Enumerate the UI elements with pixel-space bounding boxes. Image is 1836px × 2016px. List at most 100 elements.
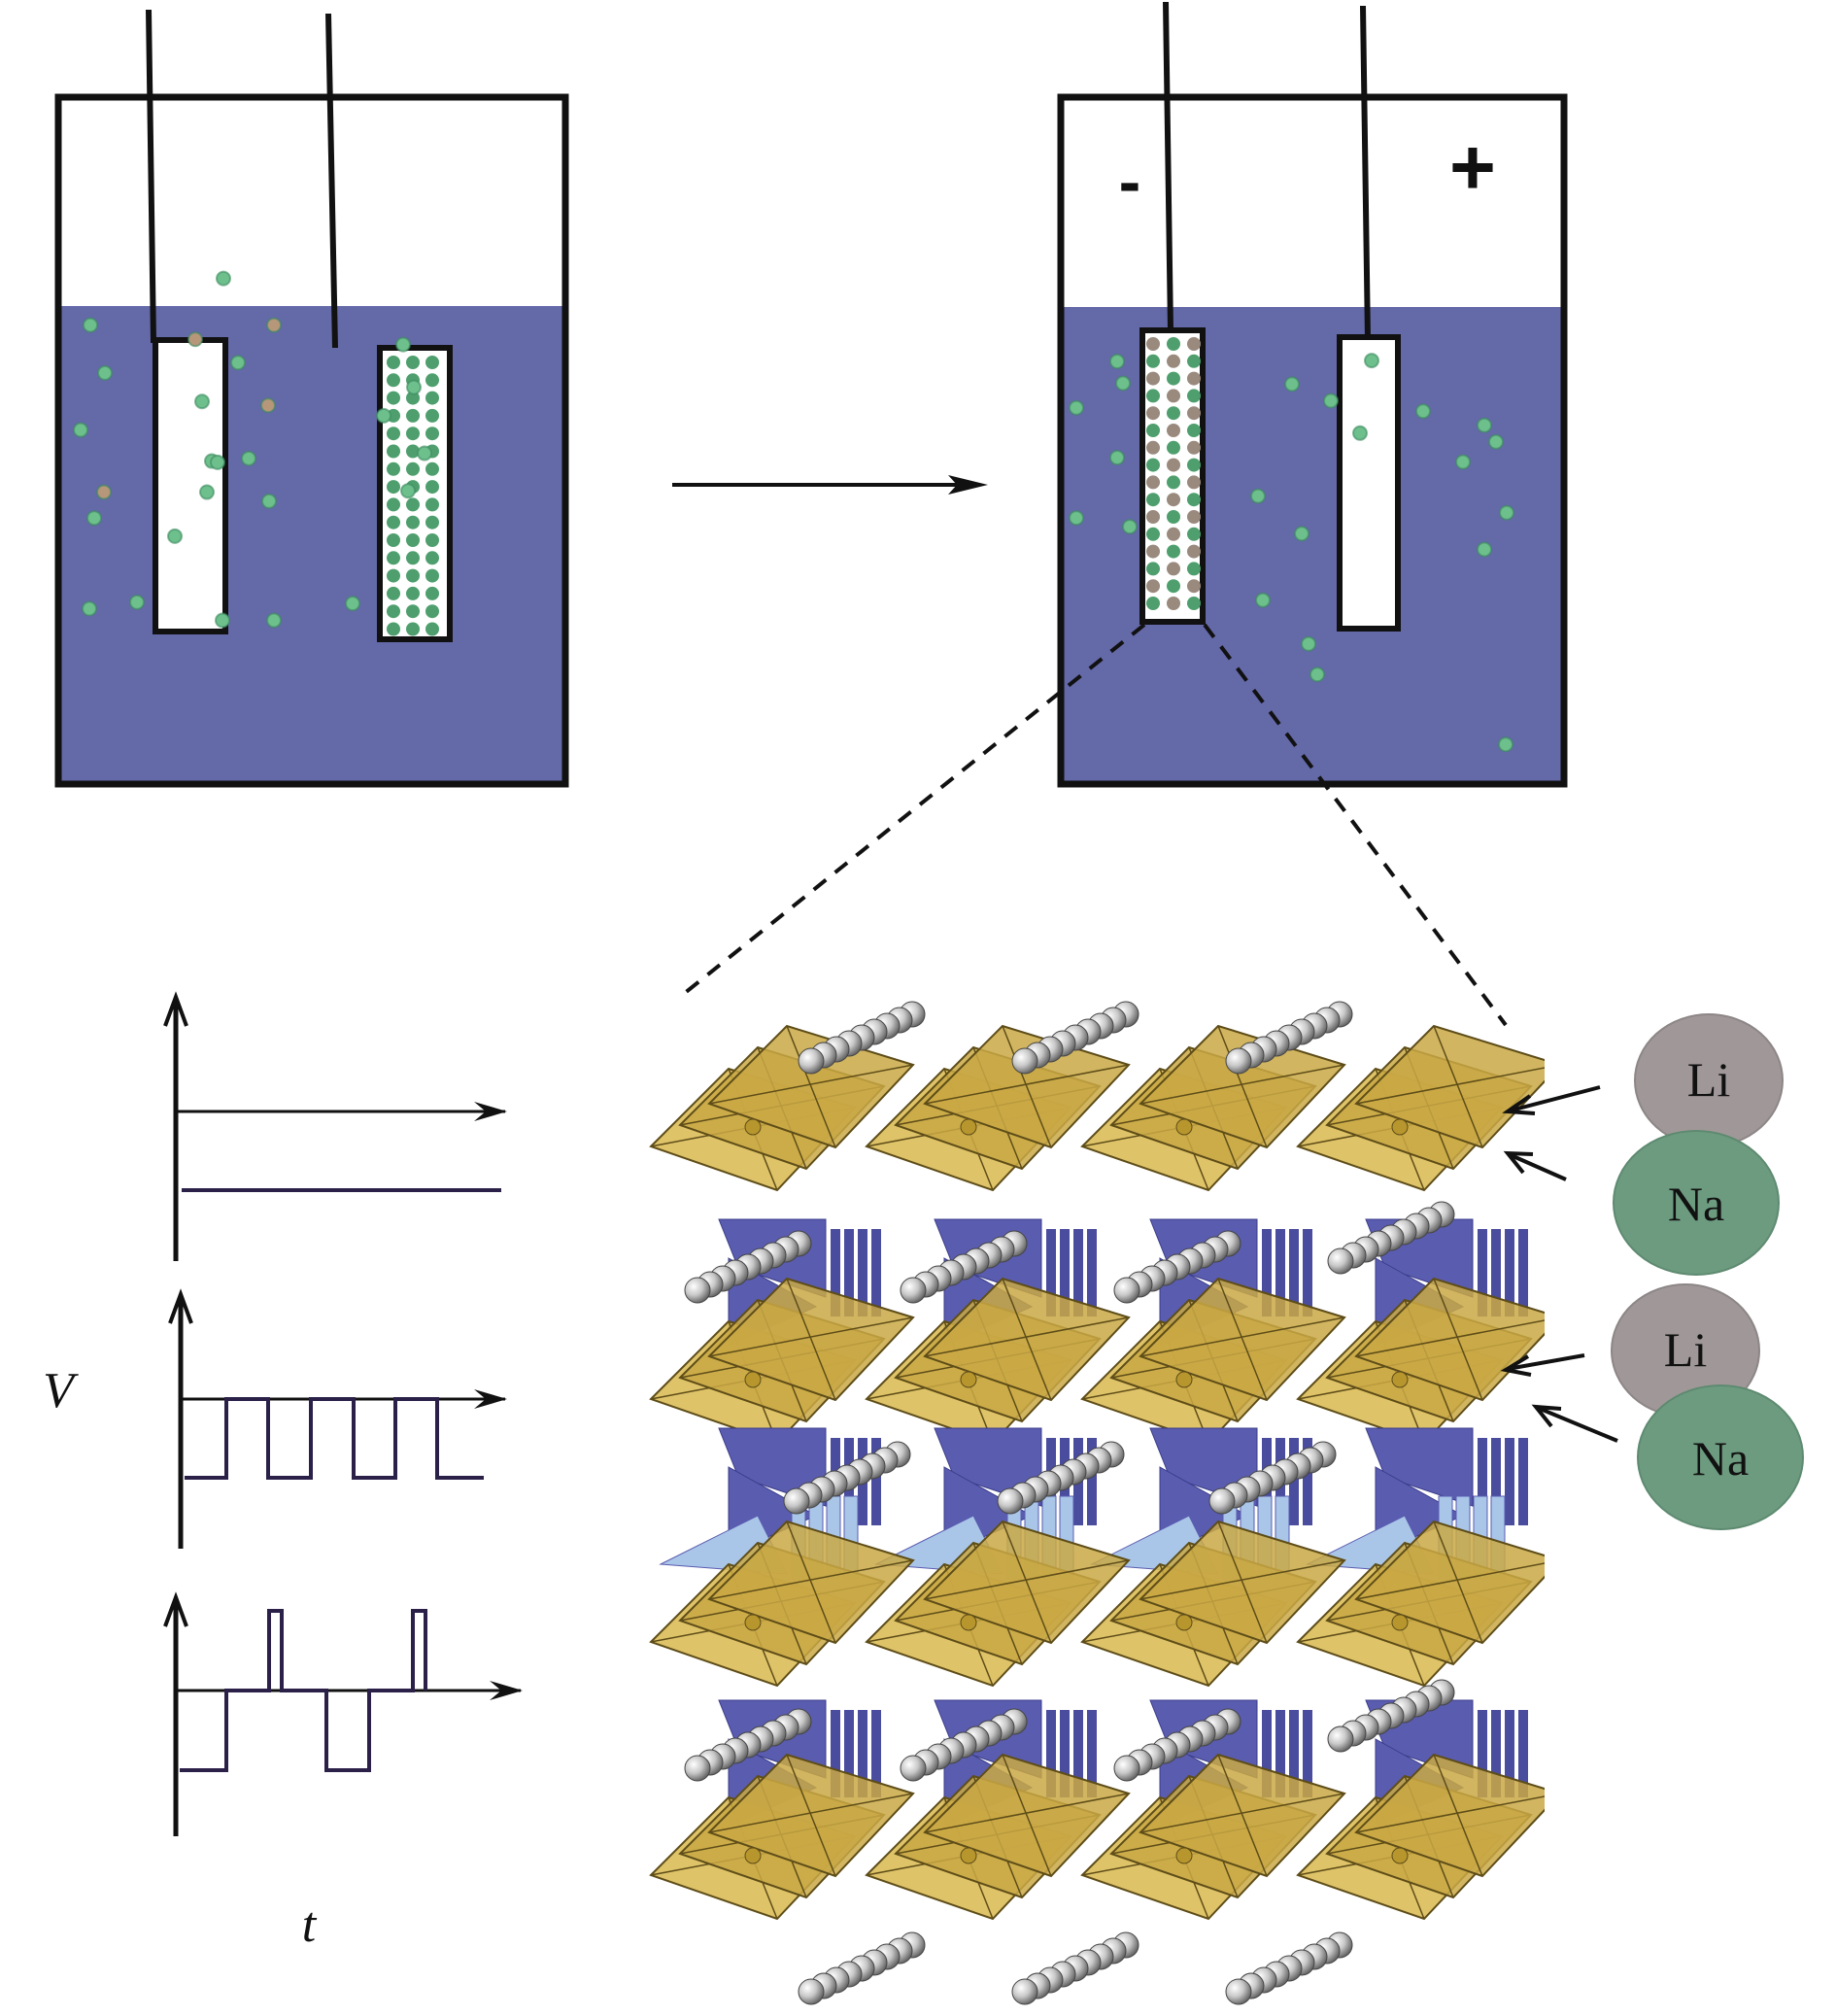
- electrolyte: [58, 306, 565, 784]
- na-ion: [1352, 425, 1368, 441]
- y-axis-arrow-icon: [163, 1591, 188, 1627]
- li-ion: [1146, 337, 1160, 351]
- li-ion: [187, 331, 203, 348]
- na-ion: [1167, 406, 1180, 421]
- octahedron-edge: [1217, 1278, 1268, 1401]
- octahedron-edge: [1139, 1793, 1345, 1833]
- na-ion: [395, 336, 411, 353]
- wire-left: [146, 9, 156, 344]
- ion-sphere: [1225, 1978, 1252, 2005]
- li-ion: [1167, 458, 1180, 472]
- ion-sphere: [900, 1755, 927, 1782]
- na-ion: [1187, 597, 1201, 610]
- li-ion: [1146, 544, 1160, 559]
- ion-sphere: [798, 1978, 825, 2005]
- na-ion: [1109, 450, 1125, 465]
- wire-right: [1360, 5, 1371, 341]
- octahedron-edge: [1433, 1025, 1483, 1148]
- metal-atom: [1391, 1614, 1409, 1631]
- positive-sign: +: [1449, 123, 1496, 212]
- pointer-arrow: [1537, 1406, 1618, 1443]
- tetrahedron-slice: [858, 1229, 867, 1316]
- na-ion: [387, 551, 400, 565]
- na-label: Na: [1692, 1431, 1749, 1486]
- tetrahedron-slice: [1275, 1229, 1285, 1316]
- na-ion: [400, 483, 416, 499]
- na-ion: [1069, 510, 1084, 527]
- na-ion: [73, 422, 88, 438]
- na-ion: [425, 356, 439, 369]
- na-ion: [1167, 510, 1180, 524]
- tetrahedron-slice: [1289, 1229, 1299, 1316]
- octahedron-edge: [786, 1025, 836, 1148]
- octahedra-layer: [649, 1024, 1545, 1192]
- na-ion: [387, 568, 400, 583]
- na-ion: [425, 604, 439, 619]
- li-ion: [1167, 354, 1180, 368]
- ion-chain: [1208, 1441, 1337, 1515]
- octahedron-edge: [786, 1754, 836, 1877]
- na-ion: [425, 480, 439, 495]
- ion-chain: [684, 1230, 812, 1304]
- na-ion: [406, 586, 420, 600]
- metal-atom: [960, 1118, 977, 1136]
- ion-chain: [684, 1708, 812, 1782]
- tetrahedron-slice: [1491, 1229, 1501, 1316]
- x-axis-arrow-icon: [490, 1681, 523, 1700]
- na-circle: [1613, 1130, 1780, 1276]
- na-ion: [406, 622, 420, 636]
- na-ion: [425, 622, 439, 636]
- metal-atom: [744, 1371, 762, 1388]
- na-ion: [194, 393, 210, 410]
- na-ion: [406, 551, 420, 565]
- metal-atom: [744, 1614, 762, 1631]
- na-ion: [1115, 375, 1131, 392]
- octahedron: [1354, 1753, 1545, 1878]
- na-ion: [1301, 635, 1316, 652]
- octahedron-edge: [1002, 1025, 1052, 1148]
- li-ion: [1167, 562, 1180, 576]
- octahedron-edge: [1217, 1025, 1268, 1148]
- octahedron-edge: [708, 1064, 914, 1105]
- na-ion: [425, 586, 439, 600]
- ion-chain: [900, 1230, 1028, 1304]
- ion-chain: [798, 1001, 926, 1075]
- na-ion: [216, 270, 231, 287]
- process-arrow: [672, 475, 988, 495]
- octahedron-edge: [1139, 1064, 1345, 1105]
- na-ion: [1146, 354, 1160, 368]
- na-ion: [387, 533, 400, 547]
- arrow-head-icon: [1500, 1354, 1532, 1377]
- tetrahedron-slice: [1087, 1229, 1097, 1316]
- na-ion: [1187, 493, 1201, 507]
- legend-item-li-1: Li: [1502, 1013, 1784, 1147]
- na-ion: [387, 461, 400, 476]
- tetrahedron-slice: [1518, 1438, 1528, 1525]
- pointer-arrow: [1510, 1085, 1601, 1112]
- tetrahedron: [718, 1427, 827, 1507]
- octahedron: [1354, 1024, 1545, 1149]
- ion-sphere: [1225, 1047, 1252, 1075]
- li-ion: [1146, 510, 1160, 524]
- ion-chain: [900, 1708, 1028, 1782]
- tetrahedron-slice: [1087, 1710, 1097, 1797]
- ion-chain: [783, 1441, 911, 1515]
- cell-before: [54, 9, 569, 788]
- tetrahedron-slice: [871, 1710, 881, 1797]
- ion-chain: [1225, 1931, 1353, 2005]
- li-ion: [1187, 406, 1201, 421]
- na-ion: [1167, 544, 1180, 559]
- octahedron-edge: [924, 1316, 1130, 1357]
- waveform-dc: [163, 991, 507, 1261]
- octahedron-edge: [1217, 1521, 1268, 1644]
- tetrahedron-slice: [1087, 1438, 1097, 1525]
- tetrahedron-slice: [1478, 1438, 1487, 1525]
- tetrahedron-slice: [1505, 1229, 1514, 1316]
- na-ion: [406, 408, 420, 423]
- na-ion: [387, 391, 400, 405]
- octahedron-edge: [786, 1278, 836, 1401]
- octahedron-edge: [924, 1793, 1130, 1833]
- zoom-line-right: [1203, 623, 1508, 1027]
- arrow-head-icon: [1531, 1404, 1562, 1428]
- metal-atom: [744, 1118, 762, 1136]
